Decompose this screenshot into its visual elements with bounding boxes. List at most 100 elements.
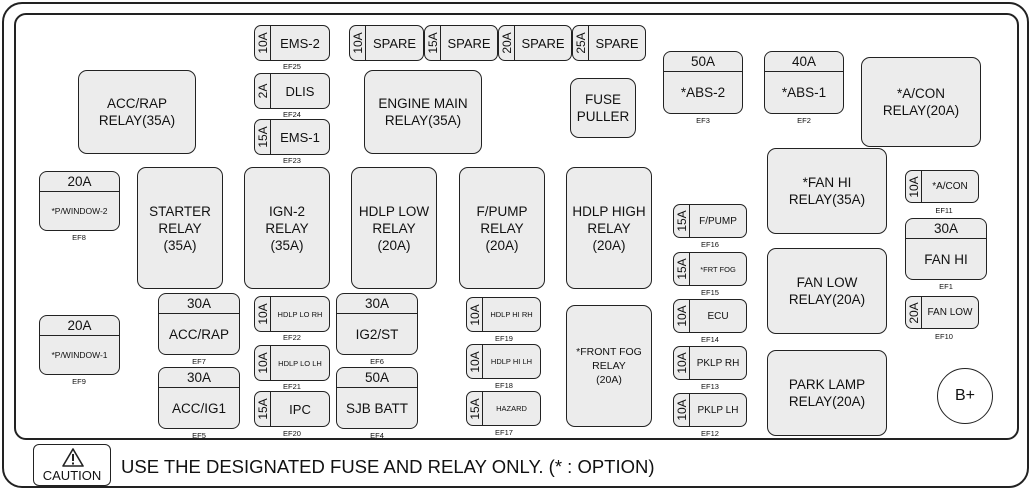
fuse-ef21-name: HDLP LO LH: [278, 358, 322, 368]
fuse-box-panel: [14, 13, 1019, 440]
label-ef6: EF6: [370, 357, 384, 366]
relay-front-fog: *FRONT FOG RELAY (20A): [566, 305, 652, 427]
fuse-ef13-amp: 10A: [674, 352, 689, 374]
label-ef20: EF20: [283, 429, 301, 438]
label-ef21: EF21: [283, 382, 301, 391]
label-ef14: EF14: [701, 335, 719, 344]
fuse-ef25-amp: 10A: [255, 32, 270, 54]
fuse-ef19-amp: 10A: [467, 303, 482, 326]
fuse-ef11: 10A *A/CON: [905, 170, 979, 203]
relay-fan-low: FAN LOW RELAY(20A): [767, 248, 887, 334]
fuse-ef7: 30A ACC/RAP: [158, 293, 240, 355]
label-ef11: EF11: [935, 206, 953, 215]
fuse-ef23: 15A EMS-1: [254, 119, 330, 155]
fuse-ef10: 20A FAN LOW: [905, 296, 979, 329]
label-ef8: EF8: [72, 233, 86, 242]
fuse-ef24-amp: 2A: [255, 83, 270, 99]
fuse-ef5-name: ACC/IG1: [171, 400, 226, 416]
label-ef5: EF5: [192, 431, 206, 440]
fuse-ef20-name: IPC: [289, 401, 311, 417]
fuse-ef1-amp: 30A: [906, 219, 986, 239]
label-ef9: EF9: [72, 377, 86, 386]
label-ef19: EF19: [495, 334, 513, 343]
fuse-ef4-name: SJB BATT: [345, 400, 408, 416]
label-ef15: EF15: [701, 288, 719, 297]
caution-badge: CAUTION: [33, 444, 111, 486]
relay-starter: STARTER RELAY (35A): [137, 167, 223, 289]
fuse-ef15-name: *FRT FOG: [700, 264, 736, 274]
fuse-ef9: 20A *P/WINDOW-1: [39, 315, 120, 375]
label-ef13: EF13: [701, 382, 719, 391]
fuse-ef15-amp: 15A: [674, 258, 689, 280]
fuse-spare-10a: 10A SPARE: [349, 25, 424, 61]
label-ef25: EF25: [283, 62, 301, 71]
fuse-ef24-name: DLIS: [285, 83, 315, 99]
fuse-ef18-amp: 10A: [467, 350, 482, 373]
fuse-ef20-amp: 15A: [255, 398, 270, 420]
fuse-ef3-name: *ABS-2: [680, 85, 726, 100]
fuse-ef3-amp: 50A: [664, 52, 742, 72]
fuse-ef3: 50A *ABS-2: [663, 51, 743, 114]
battery-terminal: B+: [937, 368, 993, 424]
relay-park-lamp: PARK LAMP RELAY(20A): [767, 350, 887, 436]
fuse-ef4: 50A SJB BATT: [336, 367, 418, 429]
fuse-ef5-amp: 30A: [159, 368, 239, 388]
label-ef10: EF10: [935, 332, 953, 341]
fuse-ef16: 15A F/PUMP: [673, 204, 747, 238]
fuse-ef6: 30A IG2/ST: [336, 293, 418, 355]
fuse-ef22-name: HDLP LO RH: [277, 309, 323, 319]
fuse-ef2-name: *ABS-1: [781, 85, 827, 100]
relay-a-con: *A/CON RELAY(20A): [861, 57, 981, 147]
label-ef23: EF23: [283, 156, 301, 165]
fuse-spare-20a: 20A SPARE: [498, 25, 572, 61]
label-ef12: EF12: [701, 429, 719, 438]
fuse-spare-20a-amp: 20A: [499, 32, 514, 54]
caution-label: CAUTION: [42, 468, 102, 483]
fuse-ef1-name: FAN HI: [924, 251, 968, 267]
label-ef4: EF4: [370, 431, 384, 440]
fuse-ef1: 30A FAN HI: [905, 218, 987, 280]
warning-icon: [62, 448, 84, 467]
fuse-spare-10a-name: SPARE: [372, 35, 417, 51]
fuse-spare-15a-name: SPARE: [447, 35, 491, 51]
label-ef17: EF17: [495, 428, 513, 437]
fuse-ef16-name: F/PUMP: [699, 215, 737, 227]
fuse-ef20: 15A IPC: [254, 391, 330, 427]
relay-fan-hi: *FAN HI RELAY(35A): [767, 148, 887, 234]
fuse-ef9-amp: 20A: [40, 316, 119, 336]
fuse-ef6-amp: 30A: [337, 294, 417, 314]
fuse-ef17-amp: 15A: [467, 397, 482, 420]
fuse-spare-25a-amp: 25A: [573, 32, 588, 54]
fuse-puller: FUSE PULLER: [570, 78, 636, 138]
fuse-ef22-amp: 10A: [255, 303, 270, 325]
fuse-ef5: 30A ACC/IG1: [158, 367, 240, 429]
fuse-spare-10a-amp: 10A: [350, 32, 365, 54]
fuse-ef9-name: *P/WINDOW-1: [51, 350, 108, 360]
label-ef22: EF22: [283, 333, 301, 342]
relay-engine-main: ENGINE MAIN RELAY(35A): [364, 70, 482, 154]
outer-frame: [2, 2, 1029, 488]
fuse-ef25: 10A EMS-2: [254, 25, 330, 61]
relay-f-pump: F/PUMP RELAY (20A): [459, 167, 545, 289]
fuse-ef13-name: PKLP RH: [696, 357, 740, 369]
fuse-ef2: 40A *ABS-1: [764, 51, 844, 114]
label-ef1: EF1: [939, 282, 953, 291]
fuse-ef2-amp: 40A: [765, 52, 843, 72]
fuse-ef25-name: EMS-2: [280, 35, 320, 51]
fuse-ef13: 10A PKLP RH: [673, 346, 747, 380]
fuse-ef17: 15A HAZARD: [466, 391, 541, 426]
label-ef3: EF3: [696, 116, 710, 125]
fuse-spare-15a: 15A SPARE: [424, 25, 498, 61]
fuse-spare-25a: 25A SPARE: [572, 25, 646, 61]
fuse-ef23-name: EMS-1: [280, 129, 320, 145]
label-ef2: EF2: [797, 116, 811, 125]
label-ef16: EF16: [701, 240, 719, 249]
fuse-ef21: 10A HDLP LO LH: [254, 345, 330, 381]
fuse-ef12-amp: 10A: [674, 399, 689, 421]
fuse-spare-20a-name: SPARE: [521, 35, 565, 51]
relay-hdlp-high: HDLP HIGH RELAY (20A): [566, 167, 652, 289]
fuse-ef12: 10A PKLP LH: [673, 393, 747, 427]
fuse-ef8: 20A *P/WINDOW-2: [39, 171, 120, 231]
fuse-ef7-name: ACC/RAP: [168, 326, 229, 342]
fuse-ef19-name: HDLP HI RH: [490, 310, 533, 319]
